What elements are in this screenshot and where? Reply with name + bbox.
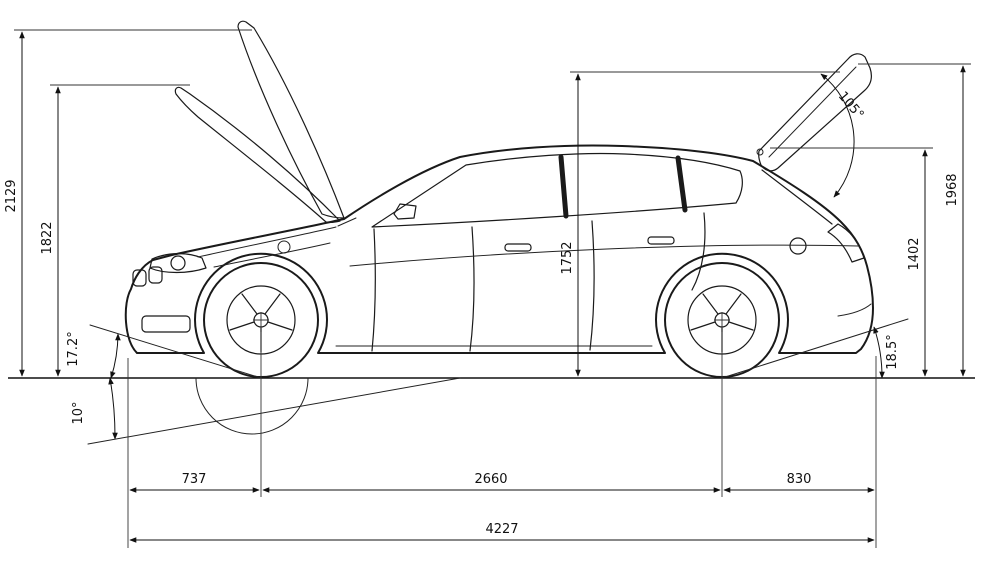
ramp-wheel-circle [195, 377, 309, 435]
glasshouse-outline [371, 152, 743, 228]
taillight [827, 223, 865, 263]
kidney-grille-left [132, 269, 147, 287]
rear-quarter-seam [691, 212, 706, 291]
tailgate-panel [758, 53, 872, 172]
hatch-opening-edge [761, 169, 833, 225]
hood-panel-mid-open [174, 86, 341, 224]
approach-angle-arc [110, 333, 121, 379]
rear-door-seam [589, 220, 595, 351]
dimension-lines [19, 31, 966, 543]
side-mirror [393, 203, 417, 220]
engine-bay-edge [197, 226, 337, 258]
tailgate-angle-arc [820, 73, 855, 198]
approach-angle-line [89, 324, 262, 379]
engine-top-line [213, 242, 331, 268]
rear-axle-cross [714, 312, 730, 328]
rear-door-handle [647, 236, 675, 245]
tailgate-hinge [756, 148, 764, 156]
beltline-crease [349, 244, 859, 267]
label-ramp-angle: 10° [71, 401, 86, 424]
angle-annotations [87, 73, 909, 445]
car-body [124, 144, 874, 354]
strut-dome [277, 240, 291, 254]
kidney-grille-right [148, 266, 163, 284]
fuel-filler-cap [789, 237, 807, 255]
tailgate-inner-line [768, 66, 857, 158]
c-pillar [675, 155, 688, 213]
wiper [337, 217, 357, 227]
label-approach-angle: 17.2° [66, 331, 81, 366]
departure-angle-arc [873, 326, 885, 379]
label-height-hood-mid: 1822 [40, 221, 55, 254]
label-tailgate-clearance: 1752 [560, 241, 575, 274]
label-departure-angle: 18.5° [885, 334, 900, 369]
departure-angle-line [721, 318, 909, 379]
body-silhouette [124, 144, 874, 354]
label-front-overhang: 737 [182, 472, 207, 487]
label-tailgate-hinge: 1402 [907, 237, 922, 270]
front-axle-cross [253, 312, 269, 328]
label-overall-length: 4227 [485, 522, 518, 537]
ramp-angle-line [87, 377, 461, 445]
label-tailgate-max: 1968 [945, 173, 960, 206]
ramp-angle-arc [108, 377, 118, 440]
tailgate-open [756, 53, 872, 172]
label-rear-overhang: 830 [787, 472, 812, 487]
b-pillar [558, 154, 569, 219]
dimension-labels: 2129 1822 1752 1402 1968 737 2660 830 42… [4, 89, 960, 537]
hood-open-positions [174, 20, 345, 224]
rear-bumper-crease [837, 303, 872, 317]
label-wheelbase: 2660 [474, 472, 507, 487]
front-door-handle [504, 243, 532, 252]
extension-lines [14, 29, 971, 548]
front-fender-seam [371, 228, 376, 352]
headlight [149, 253, 207, 274]
front-air-intake [141, 315, 191, 333]
front-door-seam [469, 226, 475, 352]
label-height-hood-max: 2129 [4, 179, 19, 212]
headlight-projector [170, 255, 186, 271]
hood-panel-full-open [237, 20, 345, 219]
